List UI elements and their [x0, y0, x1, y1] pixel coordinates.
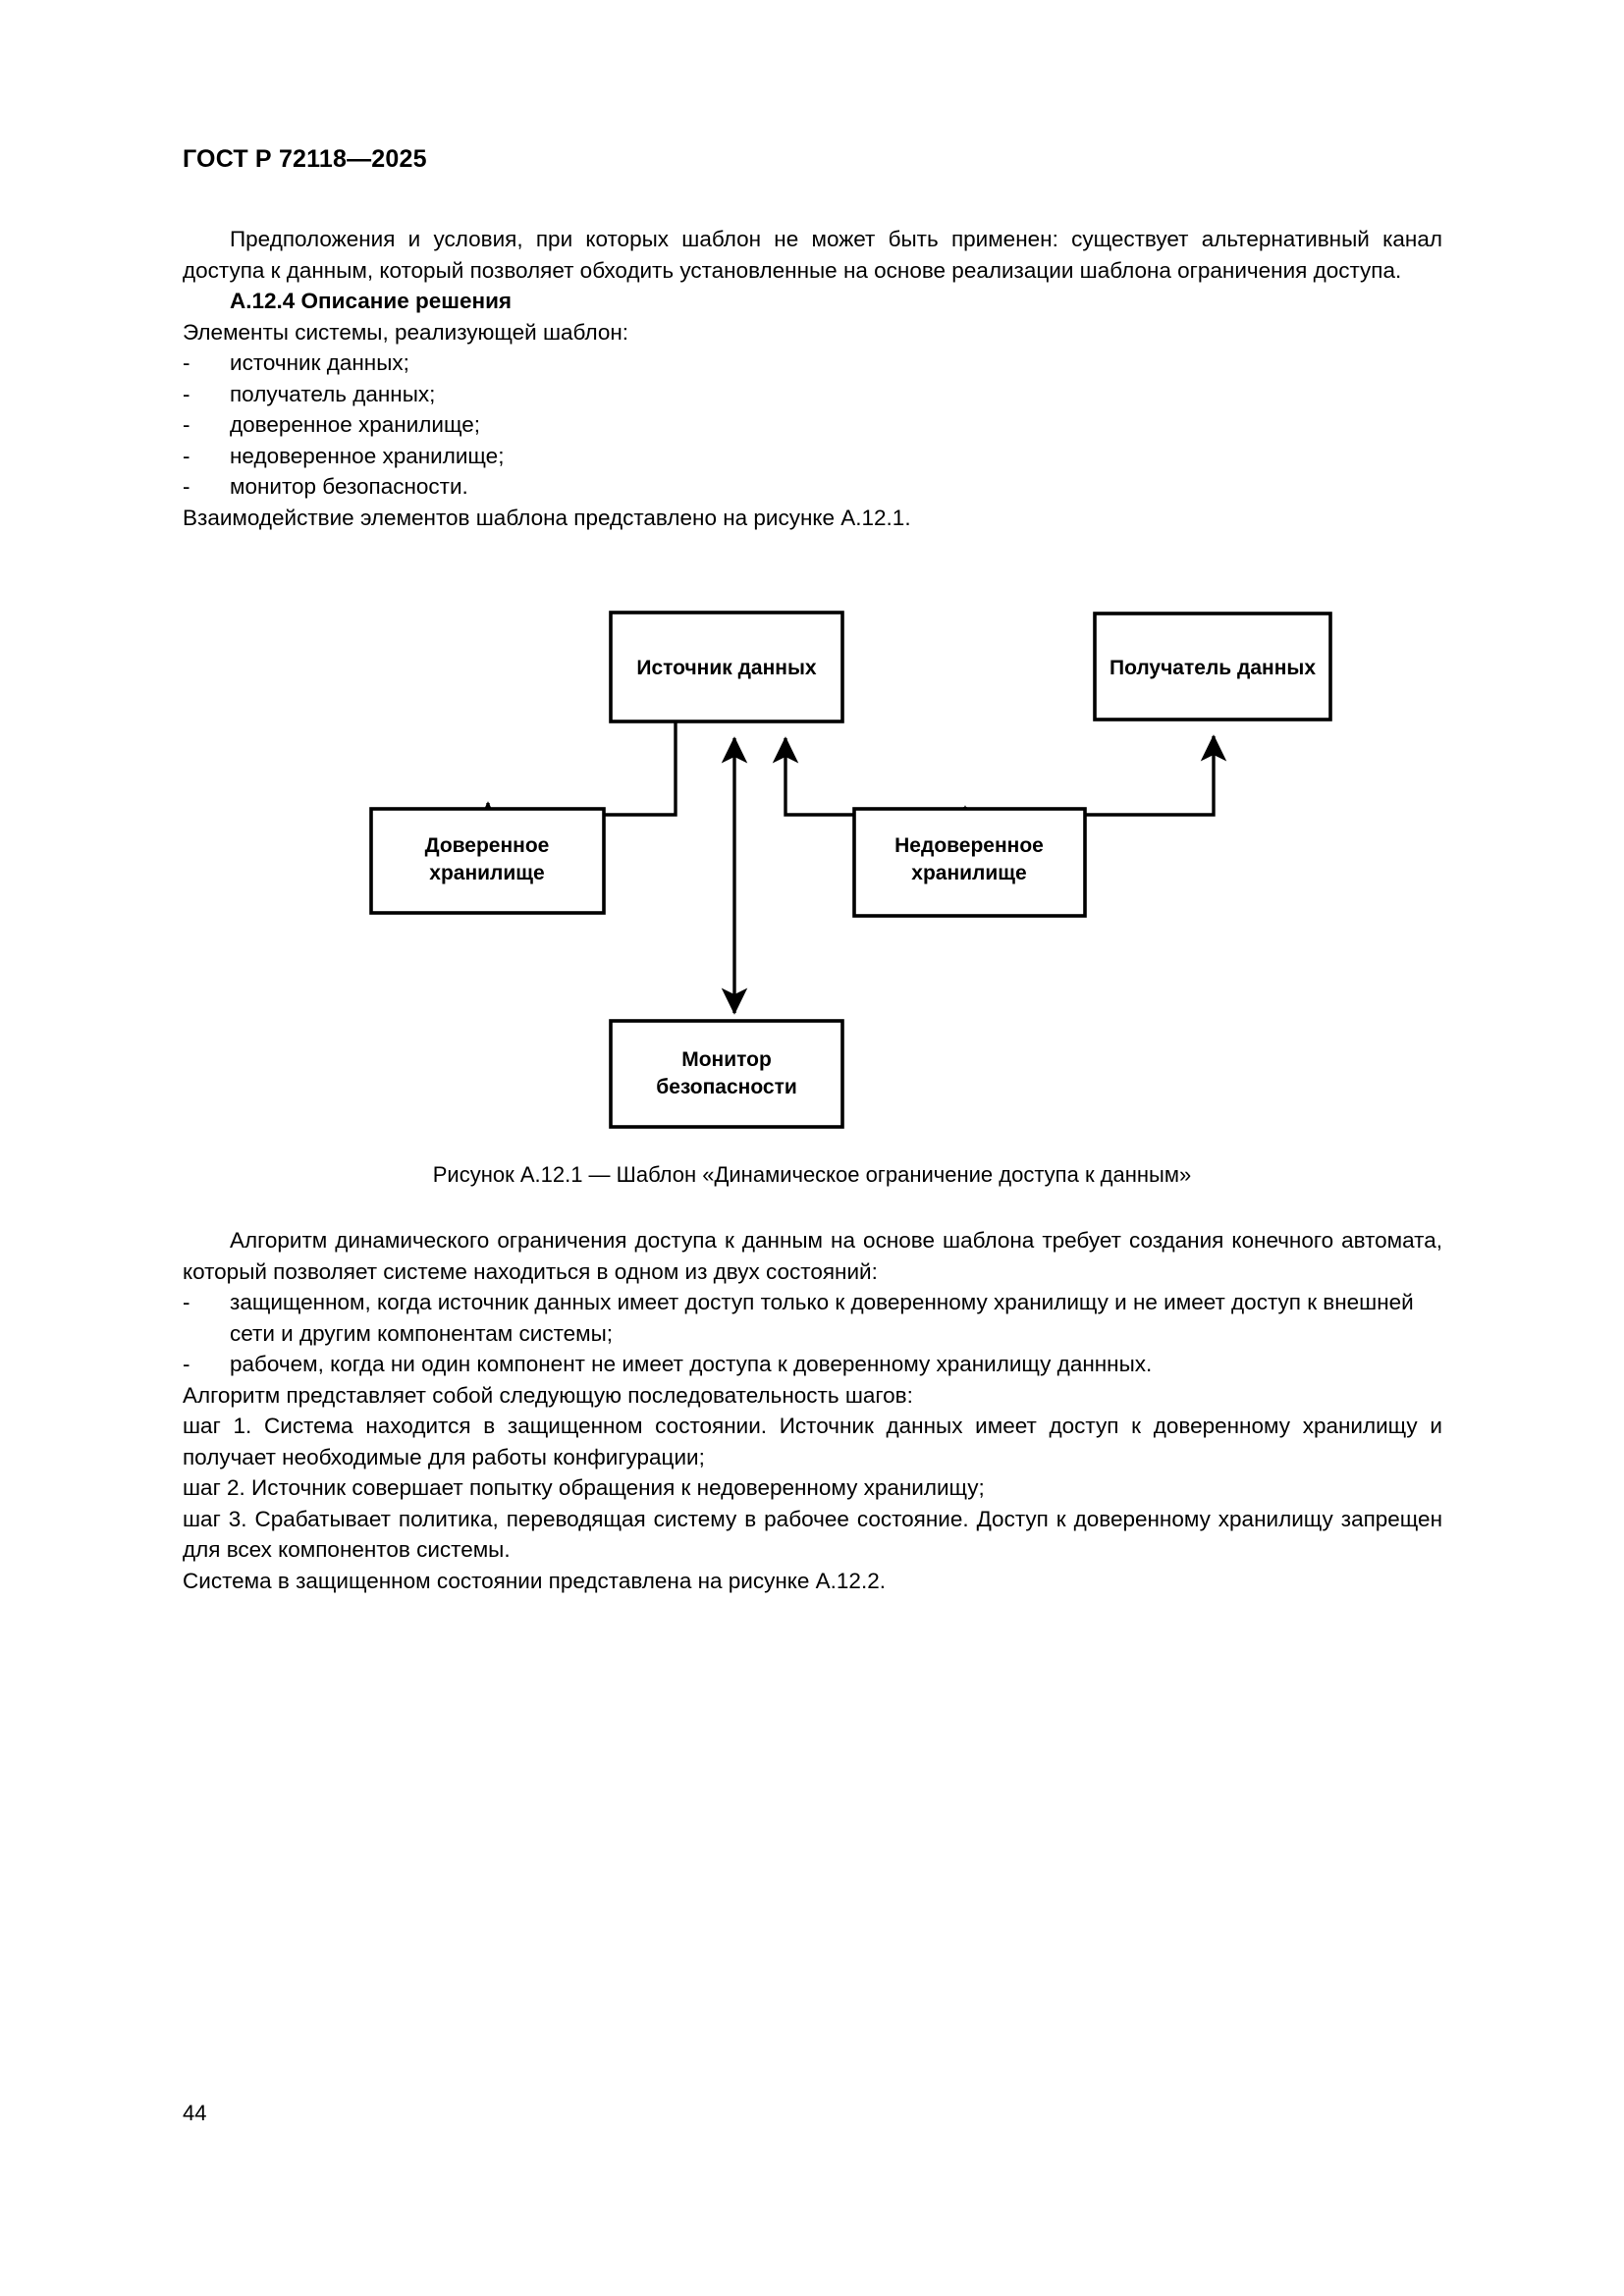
- section-lead: Элементы системы, реализующей шаблон:: [183, 319, 629, 345]
- node-box-monitor: [609, 1019, 844, 1129]
- node-box-receiver: [1093, 612, 1332, 721]
- list-item-label: рабочем, когда ни один компонент не имее…: [230, 1352, 1153, 1376]
- dash-bullet-icon: -: [183, 443, 190, 468]
- list-item-label: источник данных;: [230, 350, 409, 375]
- list-item-label: защищенном, когда источник данных имеет …: [230, 1290, 1414, 1346]
- closing-figure-reference: Система в защищенном состоянии представл…: [183, 1568, 886, 1593]
- lower-text-column: Алгоритм динамического ограничения досту…: [183, 1225, 1442, 1596]
- figure-caption: Рисунок А.12.1 — Шаблон «Динамическое ог…: [432, 1162, 1192, 1187]
- step-2: шаг 2. Источник совершает попытку обраще…: [183, 1475, 985, 1500]
- dash-bullet-icon: -: [183, 350, 190, 375]
- edge-bus-to-receiver: [965, 734, 1227, 817]
- edge-untrusted-to-source: [772, 736, 965, 817]
- figure-reference-sentence: Взаимодействие элементов шаблона предста…: [183, 505, 911, 530]
- list-item: - монитор безопасности.: [183, 471, 1442, 503]
- node-label-trusted-line1: Доверенное: [425, 834, 550, 857]
- list-item: - доверенное хранилище;: [183, 409, 1442, 441]
- list-item-label: недоверенное хранилище;: [230, 443, 505, 468]
- dash-bullet-icon: -: [183, 1290, 190, 1314]
- edge-source-to-trusted: [474, 721, 677, 828]
- running-header-standard-id: ГОСТ Р 72118—2025: [183, 145, 427, 173]
- list-item-label: монитор безопасности.: [230, 474, 468, 499]
- system-elements-list: - источник данных; - получатель данных; - д…: [183, 347, 1442, 503]
- dash-bullet-icon: -: [183, 474, 190, 499]
- dash-bullet-icon: -: [183, 1352, 190, 1376]
- dash-bullet-icon: -: [183, 412, 190, 437]
- list-item-label: получатель данных;: [230, 381, 436, 406]
- step-3: шаг 3. Срабатывает политика, переводящая…: [183, 1506, 1442, 1563]
- steps-lead: Алгоритм представляет собой следующую по…: [183, 1382, 913, 1408]
- node-label-untrusted-line1: Недоверенное: [894, 834, 1044, 857]
- state-list: - защищенном, когда источник данных имеет…: [183, 1287, 1442, 1380]
- figure-a-12-1: Источник данных Получатель данных Довере…: [0, 589, 1624, 1198]
- algorithm-intro-paragraph: Алгоритм динамического ограничения досту…: [183, 1228, 1442, 1284]
- step-1: шаг 1. Система находится в защищенном со…: [183, 1414, 1442, 1469]
- dash-bullet-icon: -: [183, 381, 190, 406]
- list-item: - недоверенное хранилище;: [183, 441, 1442, 472]
- page-number: 44: [183, 2101, 207, 2125]
- list-item: - получатель данных;: [183, 379, 1442, 410]
- figure-diagram-svg: Источник данных Получатель данных Довере…: [369, 611, 1332, 1129]
- upper-text-column: Предположения и условия, при которых шаб…: [183, 224, 1442, 533]
- section-heading: А.12.4 Описание решения: [230, 289, 513, 313]
- list-item: - защищенном, когда источник данных имеет…: [183, 1287, 1442, 1349]
- node-box-source: [609, 611, 844, 723]
- node-box-untrusted: [852, 807, 1087, 918]
- node-label-untrusted-line2: хранилище: [911, 862, 1026, 884]
- node-label-receiver: Получатель данных: [1110, 657, 1316, 679]
- node-label-source: Источник данных: [636, 657, 817, 679]
- intro-paragraph: Предположения и условия, при которых шаб…: [183, 227, 1442, 283]
- node-label-trusted-line2: хранилище: [429, 862, 544, 884]
- figure-nodes: [369, 611, 1332, 1129]
- list-item: - рабочем, когда ни один компонент не име…: [183, 1349, 1442, 1380]
- node-box-trusted: [369, 807, 606, 915]
- node-label-monitor-line1: Монитор: [681, 1048, 772, 1071]
- node-label-monitor-line2: безопасности: [656, 1076, 797, 1098]
- list-item: - источник данных;: [183, 347, 1442, 379]
- list-item-label: доверенное хранилище;: [230, 412, 481, 437]
